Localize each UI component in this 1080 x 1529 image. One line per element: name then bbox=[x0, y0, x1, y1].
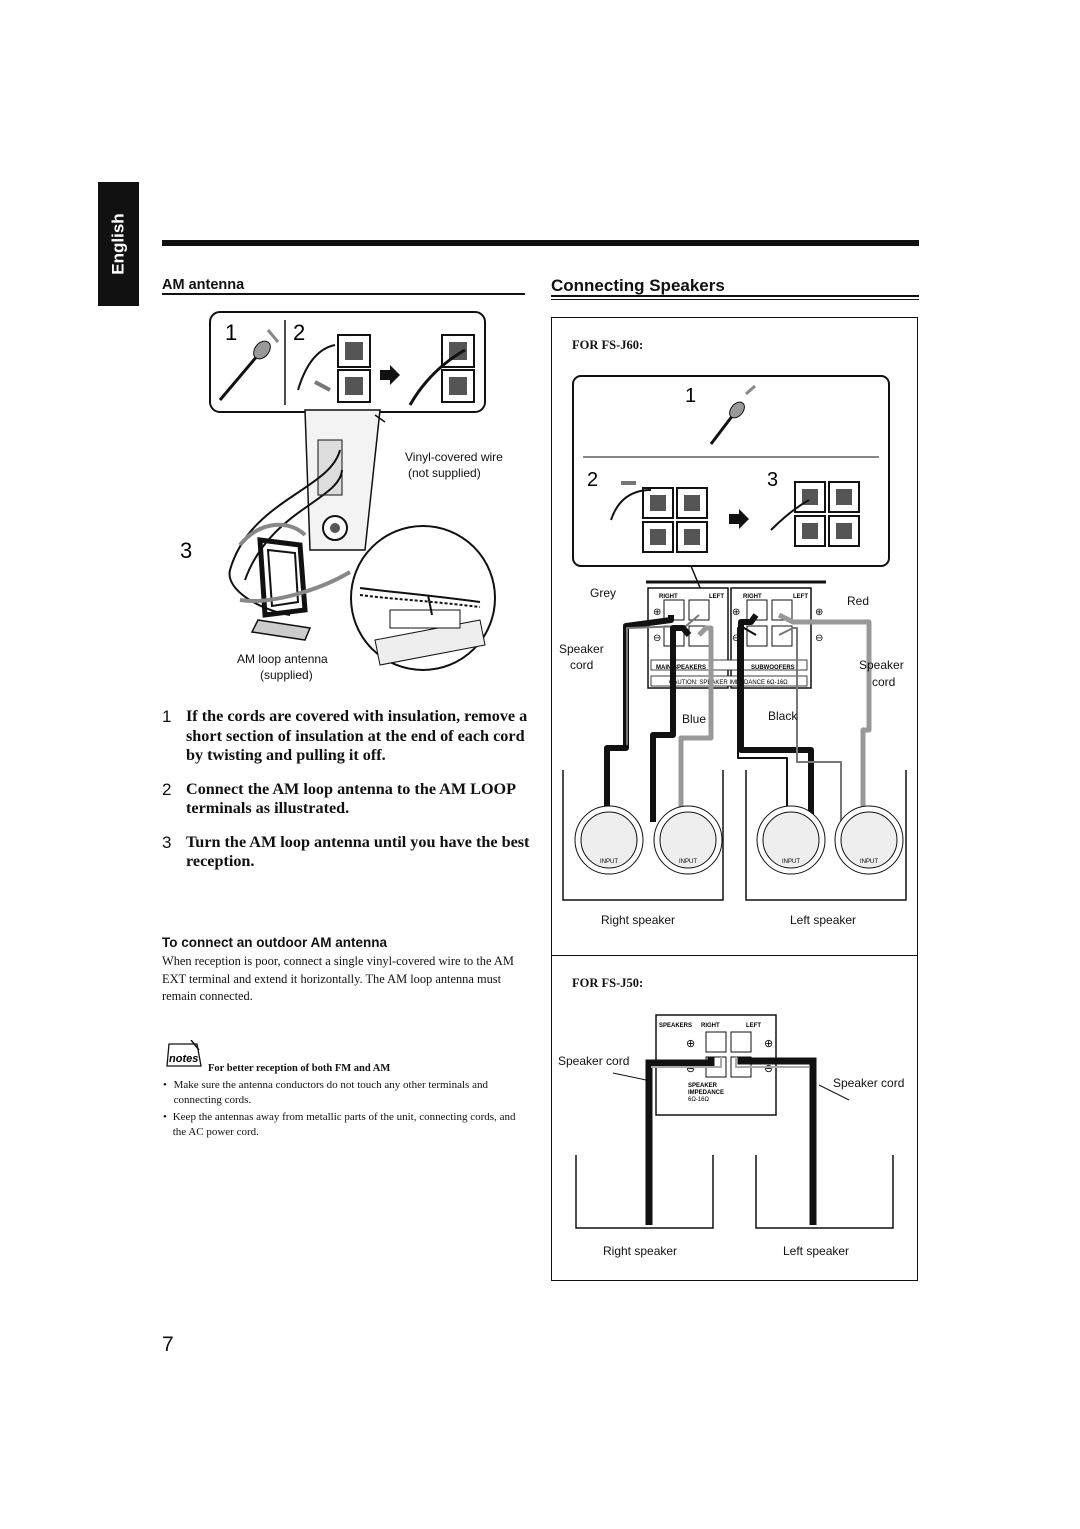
vinyl-wire-label-2: (not supplied) bbox=[408, 466, 481, 480]
inset-step-2: 2 bbox=[293, 320, 305, 345]
step-number: 2 bbox=[162, 779, 172, 799]
svg-text:LEFT: LEFT bbox=[746, 1023, 761, 1029]
step-text: Turn the AM loop antenna until you have … bbox=[186, 832, 530, 871]
speaker-cord-left-l1: Speaker bbox=[559, 642, 604, 656]
notes-bullet: •Keep the antennas away from metallic pa… bbox=[163, 1111, 516, 1138]
black-label: Black bbox=[768, 709, 798, 723]
speaker-figure-frame bbox=[551, 317, 918, 1281]
svg-text:INPUT: INPUT bbox=[860, 859, 878, 865]
outdoor-antenna-paragraph: When reception is poor, connect a single… bbox=[162, 954, 514, 1003]
svg-text:⊖: ⊖ bbox=[764, 1063, 773, 1075]
loop-antenna-label-1: AM loop antenna bbox=[237, 652, 328, 666]
svg-text:RIGHT: RIGHT bbox=[701, 1023, 720, 1029]
svg-text:LEFT: LEFT bbox=[793, 594, 808, 600]
svg-text:INPUT: INPUT bbox=[679, 859, 697, 865]
svg-text:SPEAKERS: SPEAKERS bbox=[659, 1023, 692, 1029]
arrow-right-icon bbox=[380, 365, 400, 385]
right-speaker-enclosure bbox=[562, 770, 724, 901]
svg-text:⊕: ⊕ bbox=[815, 607, 823, 618]
loop-antenna-label-2: (supplied) bbox=[260, 668, 313, 682]
fsj50-right-speaker-label: Right speaker bbox=[603, 1244, 678, 1258]
svg-text:IMPEDANCE: IMPEDANCE bbox=[688, 1090, 724, 1096]
speaker-cord-left-l2: cord bbox=[570, 658, 594, 672]
fsj50-left-speaker-label: Left speaker bbox=[783, 1244, 850, 1258]
am-antenna-figure: 1 2 bbox=[180, 311, 496, 671]
am-antenna-steps: 1 If the cords are covered with insulati… bbox=[162, 707, 532, 886]
svg-text:RIGHT: RIGHT bbox=[743, 594, 762, 600]
vinyl-wire-label-1: Vinyl-covered wire bbox=[405, 450, 503, 464]
left-speaker-enclosure bbox=[755, 1155, 894, 1229]
speaker-cord-right-l1: Speaker bbox=[859, 658, 904, 672]
svg-text:⊖: ⊖ bbox=[653, 633, 661, 644]
notes-bullets: •Make sure the antenna conductors do not… bbox=[163, 1078, 523, 1142]
inset-step-1: 1 bbox=[225, 320, 237, 345]
wire-end-icon bbox=[218, 329, 280, 401]
svg-text:INPUT: INPUT bbox=[782, 859, 800, 865]
notes-bullet: •Make sure the antenna conductors do not… bbox=[163, 1079, 488, 1106]
inset-step-3: 3 bbox=[767, 469, 778, 491]
svg-text:⊕: ⊕ bbox=[686, 1038, 695, 1050]
connecting-speakers-title: Connecting Speakers bbox=[551, 276, 725, 295]
am-antenna-title: AM antenna bbox=[162, 277, 245, 293]
fsj60-left-speaker-label: Left speaker bbox=[790, 913, 857, 927]
step-item: 1 If the cords are covered with insulati… bbox=[162, 707, 532, 766]
figure-divider bbox=[551, 955, 918, 956]
page-number: 7 bbox=[162, 1333, 174, 1356]
connecting-speakers-rule bbox=[551, 295, 919, 297]
svg-text:notes: notes bbox=[169, 1053, 198, 1065]
language-tab: English bbox=[98, 182, 139, 306]
step-number: 3 bbox=[162, 832, 172, 852]
top-rule bbox=[162, 240, 919, 246]
antenna-back-panel bbox=[228, 409, 386, 616]
speaker-cord-right-l2: cord bbox=[872, 675, 896, 689]
notes-heading: For better reception of both FM and AM bbox=[208, 1063, 391, 1074]
blue-label: Blue bbox=[682, 712, 707, 726]
step-item: 2 Connect the AM loop antenna to the AM … bbox=[162, 780, 532, 819]
notes-icon: notes bbox=[163, 1039, 205, 1070]
fsj60-diagram: 1 2 3 RIGHT LEFT RIGHT LEFT bbox=[562, 375, 907, 901]
svg-text:⊖: ⊖ bbox=[815, 633, 823, 644]
fsj50-diagram: SPEAKERS RIGHT LEFT ⊕ ⊖ ⊕ ⊖ SPEAKER IMPEDA… bbox=[575, 1014, 894, 1229]
inset-step-2: 2 bbox=[587, 469, 598, 491]
svg-text:6Ω-16Ω: 6Ω-16Ω bbox=[688, 1097, 709, 1103]
svg-text:SPEAKER: SPEAKER bbox=[688, 1083, 718, 1089]
am-loop-antenna-icon bbox=[238, 522, 352, 641]
left-speaker-enclosure bbox=[745, 770, 907, 901]
svg-text:⊕: ⊕ bbox=[732, 607, 740, 618]
fsj50-speaker-cord-left: Speaker cord bbox=[558, 1054, 630, 1068]
figure-step-3: 3 bbox=[180, 538, 192, 563]
step-text: If the cords are covered with insulation… bbox=[186, 707, 528, 764]
step-text: Connect the AM loop antenna to the AM LO… bbox=[186, 779, 516, 818]
svg-text:INPUT: INPUT bbox=[600, 859, 618, 865]
svg-text:LEFT: LEFT bbox=[709, 594, 724, 600]
terminal-block-icon bbox=[610, 481, 860, 553]
svg-text:⊕: ⊕ bbox=[653, 607, 661, 618]
arrow-right-icon bbox=[729, 509, 749, 529]
detail-zoom-circle bbox=[350, 525, 496, 671]
fsj50-speaker-cord-right: Speaker cord bbox=[833, 1076, 905, 1090]
grey-label: Grey bbox=[590, 586, 617, 600]
svg-text:⊕: ⊕ bbox=[764, 1038, 773, 1050]
am-antenna-rule bbox=[162, 293, 525, 295]
svg-text:SUBWOOFERS: SUBWOOFERS bbox=[751, 665, 795, 671]
step-number: 1 bbox=[162, 707, 172, 726]
wire-end-icon bbox=[709, 384, 756, 445]
inset-step-1: 1 bbox=[685, 385, 696, 407]
fsj60-label: FOR FS-J60: bbox=[572, 338, 644, 352]
language-tab-label: English bbox=[108, 213, 128, 275]
fsj50-label: FOR FS-J50: bbox=[572, 976, 644, 990]
step-item: 3 Turn the AM loop antenna until you hav… bbox=[162, 833, 532, 872]
terminal-block-icon bbox=[297, 334, 475, 406]
svg-text:⊖: ⊖ bbox=[732, 633, 740, 644]
svg-text:CAUTION: SPEAKER IMPEDANCE 6Ω-: CAUTION: SPEAKER IMPEDANCE 6Ω-16Ω bbox=[669, 680, 788, 686]
right-speaker-enclosure bbox=[575, 1155, 714, 1229]
svg-text:MAIN SPEAKERS: MAIN SPEAKERS bbox=[656, 665, 706, 671]
red-label: Red bbox=[847, 594, 870, 608]
fsj60-right-speaker-label: Right speaker bbox=[601, 913, 676, 927]
svg-text:⊖: ⊖ bbox=[686, 1063, 695, 1075]
svg-text:RIGHT: RIGHT bbox=[659, 594, 678, 600]
outdoor-antenna-heading: To connect an outdoor AM antenna bbox=[162, 935, 387, 950]
